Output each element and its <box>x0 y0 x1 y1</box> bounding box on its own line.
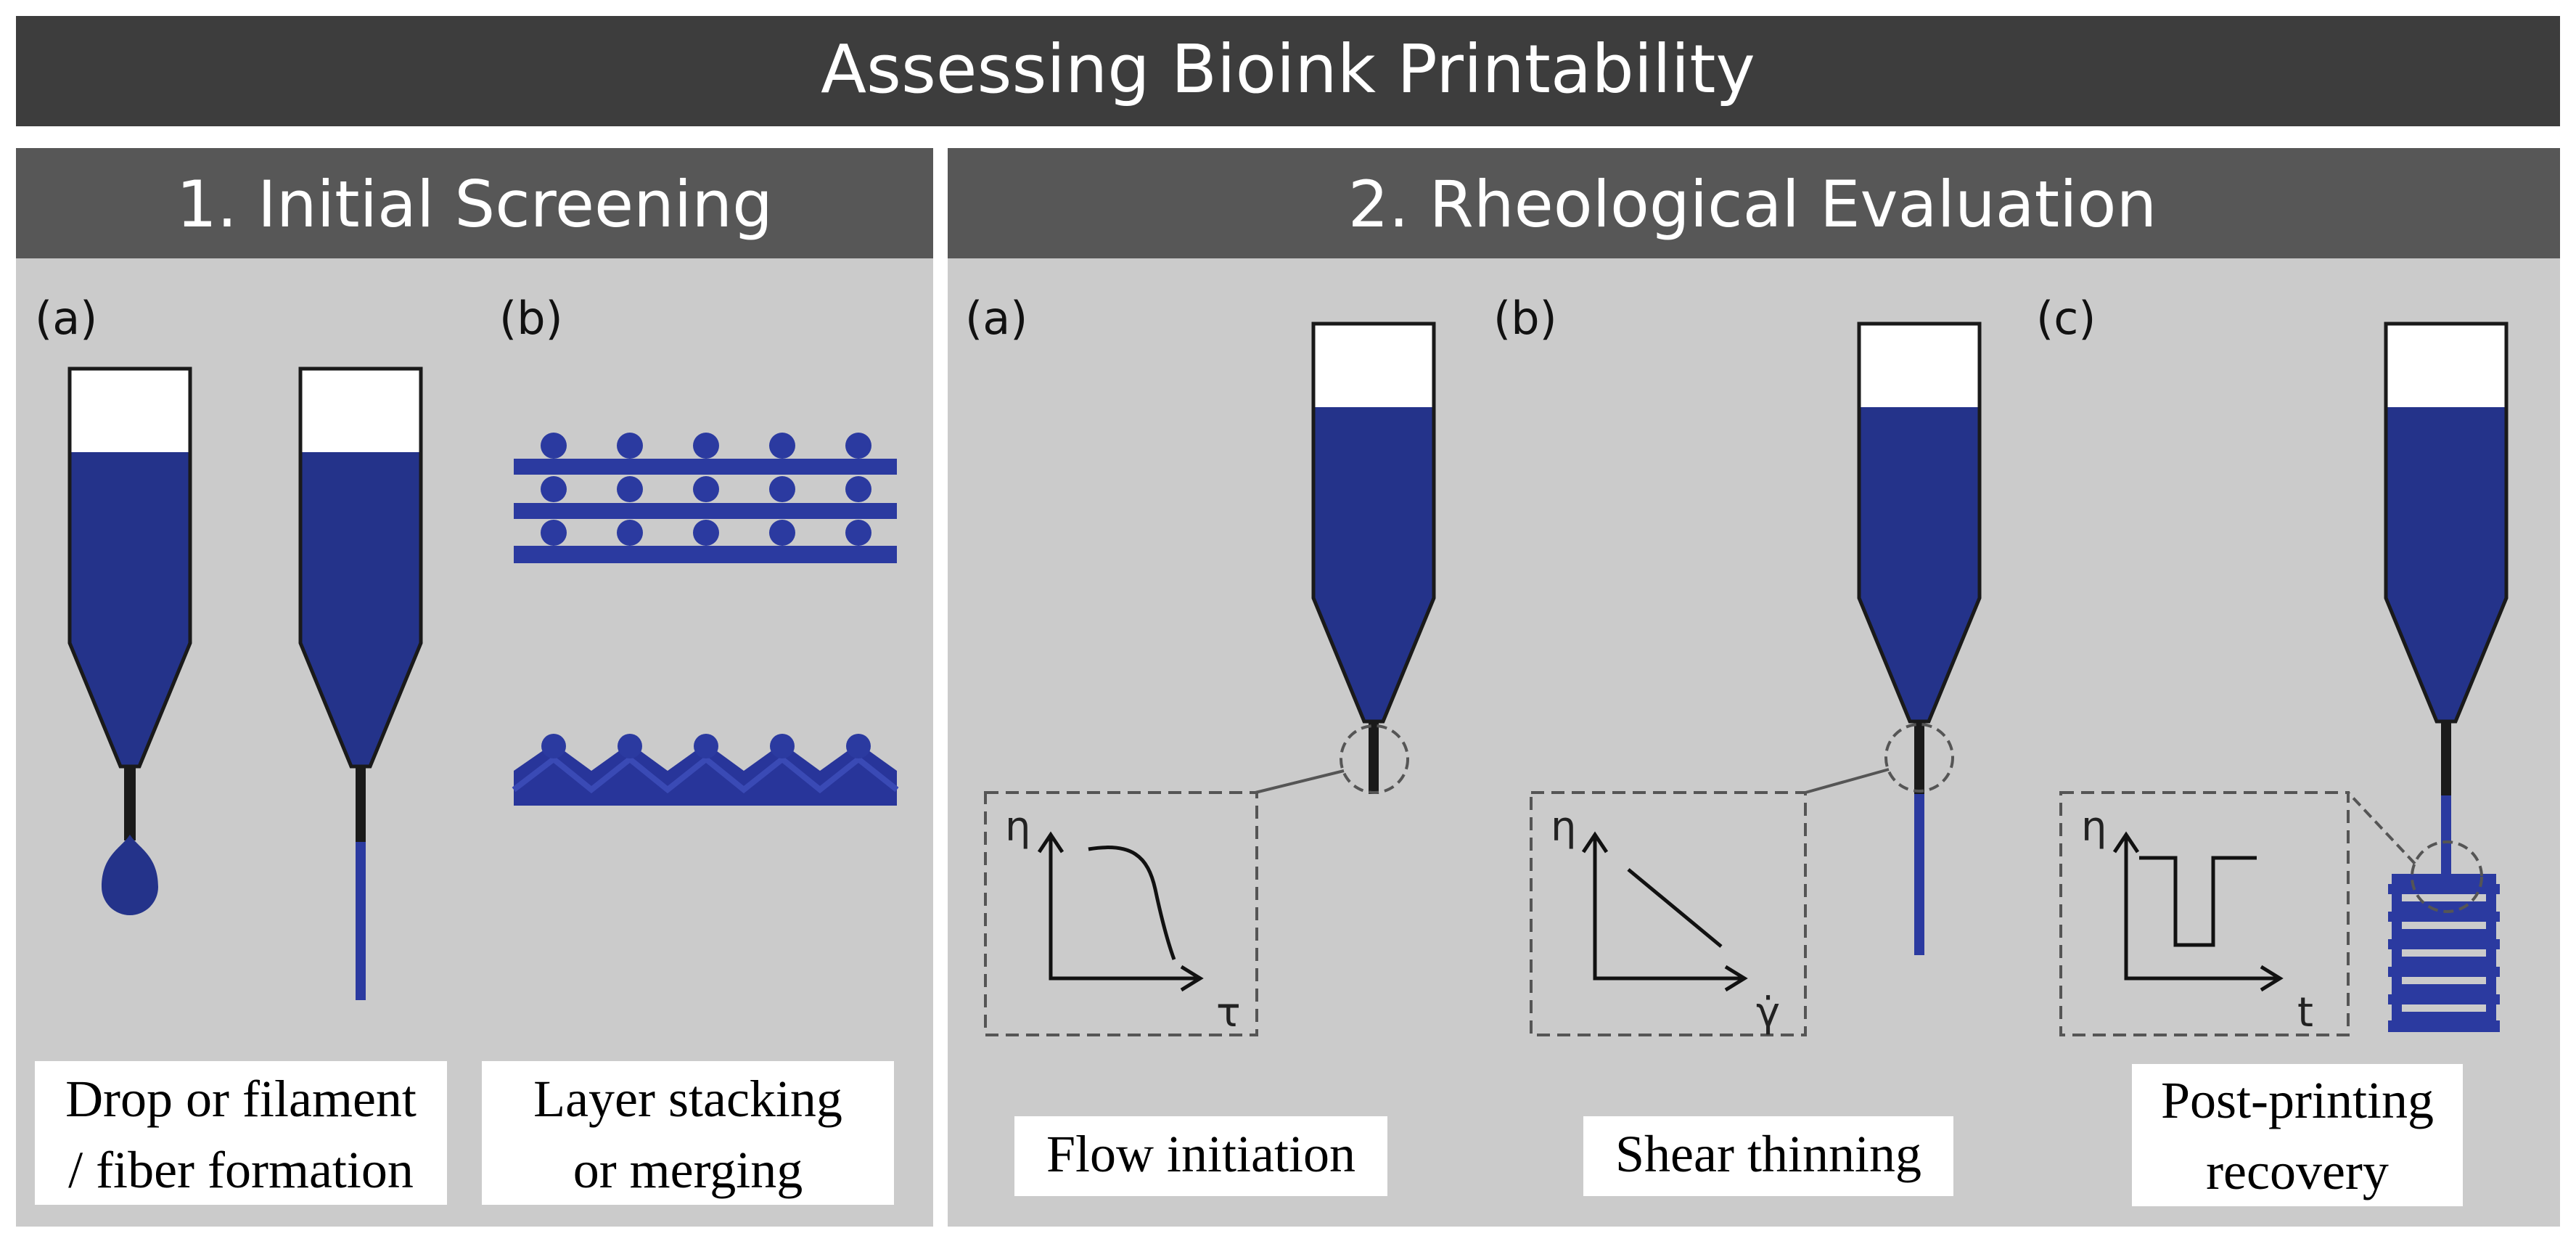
section-heading-initial-screening: 1. Initial Screening <box>176 167 773 242</box>
curve-shear-thinning <box>1627 868 1723 948</box>
y-axis-label-recovery: η <box>2081 803 2107 851</box>
printed-scaffold-recovery <box>2388 874 2500 1032</box>
caption-box-drop-filament <box>35 1061 447 1205</box>
zoom-leader-a <box>1255 769 1345 794</box>
plot-axes-shear-thinning <box>1581 831 1748 992</box>
caption-drop-filament-line-1: Drop or filament <box>65 1070 417 1128</box>
rheological-evaluation-panel <box>948 148 2560 1227</box>
caption-box-shear-thinning <box>1583 1116 1953 1196</box>
nozzle-zoom-circle-a <box>1340 724 1409 794</box>
stacked-scaffold <box>514 433 897 563</box>
merged-scaffold <box>512 734 899 806</box>
caption-recovery-line-1: Post-printing <box>2161 1071 2434 1129</box>
zoom-leader-b <box>1805 768 1890 794</box>
x-axis-label-recovery: t <box>2297 989 2313 1036</box>
syringe-recovery <box>2386 324 2506 877</box>
panel-tag-screening-b: (b) <box>499 292 563 345</box>
nozzle-zoom-circle-c <box>2411 840 2483 913</box>
zoom-leader-c <box>2347 791 2416 865</box>
y-axis-label-shear-thinning: η <box>1551 803 1577 851</box>
caption-box-layer-stacking <box>482 1061 894 1205</box>
caption-recovery-line-2: recovery <box>2206 1142 2389 1200</box>
plot-axes-recovery <box>2112 831 2284 992</box>
caption-shear-thinning: Shear thinning <box>1615 1125 1921 1183</box>
syringe-drop <box>70 369 190 915</box>
syringe-flow-initiation <box>1313 324 1434 794</box>
syringe-filament <box>300 369 421 1000</box>
curve-flow-initiation <box>1088 845 1176 960</box>
panel-tag-screening-a: (a) <box>35 292 97 345</box>
section-header-rheological-evaluation <box>948 148 2560 258</box>
caption-box-flow-initiation <box>1014 1116 1387 1196</box>
section-heading-rheological-evaluation: 2. Rheological Evaluation <box>1348 167 2157 242</box>
caption-drop-filament-line-2: / fiber formation <box>68 1141 414 1199</box>
syringe-shear-thinning <box>1859 324 1980 955</box>
plot-box-shear-thinning <box>1530 791 1807 1036</box>
y-axis-label-flow-initiation: η <box>1005 803 1031 851</box>
plot-axes-flow-initiation <box>1037 831 1204 992</box>
caption-layer-stacking-line-2: or merging <box>573 1141 803 1199</box>
section-header-initial-screening <box>16 148 933 258</box>
caption-box-recovery <box>2132 1064 2463 1206</box>
plot-box-recovery <box>2059 791 2350 1036</box>
title-bar <box>16 16 2560 126</box>
curve-recovery <box>2139 856 2257 947</box>
nozzle-zoom-circle-b <box>1884 723 1954 793</box>
x-axis-label-flow-initiation: τ <box>1216 989 1241 1036</box>
figure-title: Assessing Bioink Printability <box>821 30 1755 108</box>
caption-layer-stacking-line-1: Layer stacking <box>533 1070 842 1128</box>
panel-tag-rheology-c: (c) <box>2036 292 2096 345</box>
plot-box-flow-initiation <box>984 791 1258 1036</box>
panel-tag-rheology-b: (b) <box>1493 292 1557 345</box>
caption-flow-initiation: Flow initiation <box>1046 1125 1355 1183</box>
panel-tag-rheology-a: (a) <box>965 292 1027 345</box>
x-axis-label-shear-thinning: γ̇ <box>1756 989 1780 1036</box>
